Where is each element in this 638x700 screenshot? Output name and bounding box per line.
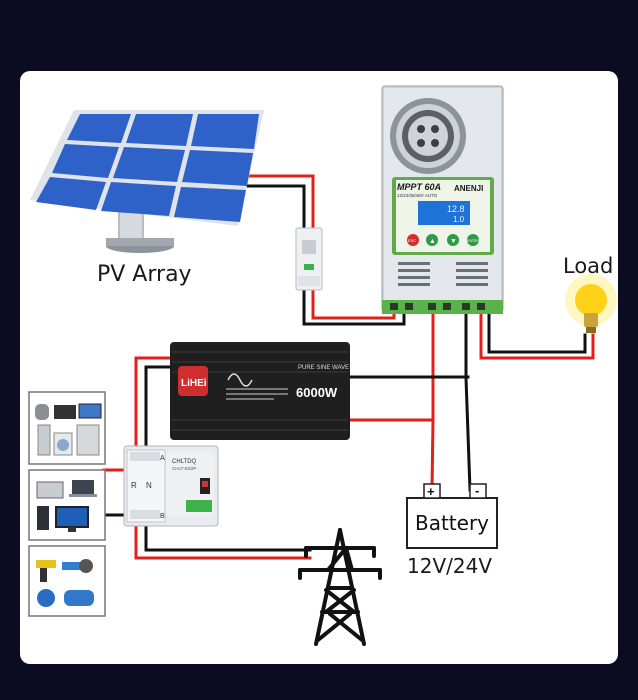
compressor-icon [64,590,94,606]
desktop-pc-icon [37,506,49,530]
sine-wave-icon [227,373,253,387]
inverter-brand: LiHEi [181,378,207,389]
battery-negative-terminal [469,483,487,499]
ats-port-n: N [146,481,152,490]
motor-icon [37,589,55,607]
svg-text:▼: ▼ [450,238,457,245]
controller-brand: ANENJI [454,184,483,193]
monitor-icon [55,506,89,528]
power-tower-icon [298,528,382,646]
ats-port-r: R [131,481,137,490]
tv-icon [78,403,102,419]
inverter-power: 6000W [296,385,338,400]
mppt-controller: MPPT 60A 12/24/36/48V AUTO ANENJI 12.8 1… [381,85,504,314]
transfer-switch: A B R N CHLTDQ CHLT-63/2P [123,445,219,527]
down-button [447,234,459,246]
battery-positive-label: + [427,484,435,499]
enter-label: ENTER [467,239,479,243]
appliance-group-kitchen [28,391,106,465]
inverter-wave: PURE SINE WAVE [298,365,349,371]
controller-lcd [418,201,470,225]
dc-breaker [295,227,323,291]
battery-voltage-label: 12V/24V [407,554,492,578]
wire-load-red [479,310,595,360]
battery-positive-terminal [423,483,441,499]
wire-grid-black [144,523,312,552]
fridge-icon [37,424,51,456]
appliance-group-office [28,469,106,541]
controller-model: MPPT 60A [397,182,441,192]
wire-grid-red [134,523,312,560]
wire-breaker-to-controller-black [302,288,406,326]
microwave-icon [54,405,76,419]
printer-icon [36,481,64,499]
double-fridge-icon [76,424,100,456]
fan-icon [390,98,466,174]
wire-controller-to-battery-red [430,310,435,492]
ats-model: CHLT-63/2P [172,466,196,471]
wire-controller-to-battery-black [464,310,472,492]
enter-button [467,234,479,246]
grinder-icon [62,562,82,570]
battery-negative-label: - [475,483,479,498]
controller-vents [398,262,488,286]
wire-inverter-ac-red [134,356,172,457]
pv-array-label: PV Array [97,262,192,287]
up-button [426,234,438,246]
wire-load-black [487,310,587,354]
solar-panel-cells [36,114,259,222]
wire-breaker-to-controller-red [311,288,396,320]
laptop-icon [72,480,94,494]
wire-inverter-ac-black [144,365,172,457]
load-label: Load [563,254,614,278]
light-bulb-icon [565,274,617,333]
esc-label: ESC [408,238,416,243]
appliance-group-tools [28,545,106,617]
ats-port-a: A [160,455,165,462]
controller-voltage-spec: 12/24/36/48V AUTO [397,193,438,198]
lcd-line1: 12.8 [447,204,465,214]
inverter: LiHEi PURE SINE WAVE 6000W [170,342,350,440]
svg-text:▲: ▲ [429,238,436,245]
lcd-line2: 1.0 [453,215,465,224]
solar-panel [30,110,264,253]
esc-button [407,234,419,246]
drill-icon [36,560,56,568]
rice-cooker-icon [35,404,49,420]
battery: + - [406,483,498,549]
ats-port-b: B [160,513,165,520]
ats-brand: CHLTDQ [172,459,197,465]
